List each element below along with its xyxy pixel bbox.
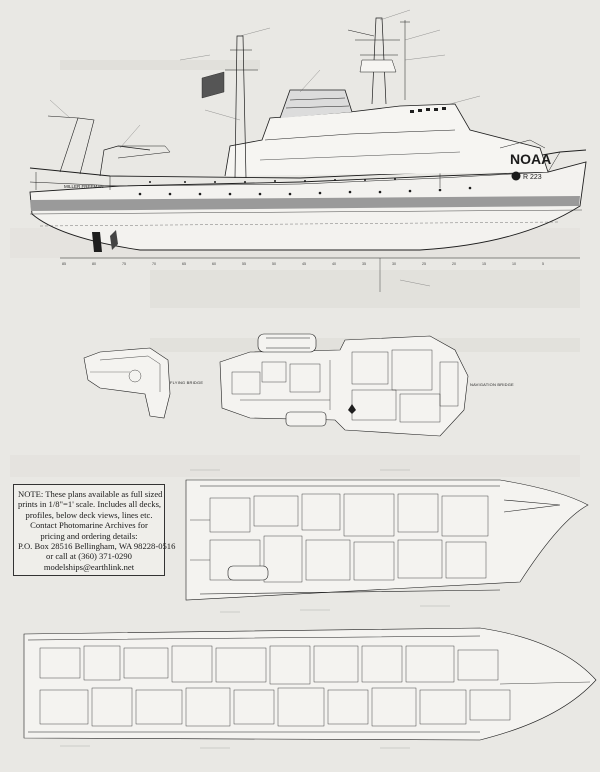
note-line: NOTE: These plans available as full size… bbox=[18, 489, 163, 499]
svg-text:55: 55 bbox=[242, 262, 246, 266]
svg-text:80: 80 bbox=[92, 262, 96, 266]
svg-text:65: 65 bbox=[182, 262, 186, 266]
hull-name-text: MILLER FREEMAN bbox=[64, 184, 104, 189]
svg-text:20: 20 bbox=[452, 262, 456, 266]
svg-text:15: 15 bbox=[482, 262, 486, 266]
hull-band bbox=[30, 196, 580, 211]
note-line: Contact Photomarine Archives for bbox=[30, 520, 148, 531]
svg-text:75: 75 bbox=[122, 262, 126, 266]
svg-text:70: 70 bbox=[152, 262, 156, 266]
upper-deck-plan bbox=[185, 479, 589, 601]
funnel bbox=[279, 89, 353, 119]
plan-annotation-ticks bbox=[60, 469, 450, 749]
svg-text:10: 10 bbox=[512, 262, 516, 266]
propeller bbox=[110, 230, 118, 250]
svg-text:30: 30 bbox=[392, 262, 396, 266]
note-line: pricing and ordering details: bbox=[40, 530, 138, 541]
plans-note-box: NOTE: These plans available as full size… bbox=[13, 484, 176, 576]
flying-bridge-plan bbox=[83, 347, 171, 419]
svg-text:40: 40 bbox=[332, 262, 336, 266]
navigation-bridge-label: NAVIGATION BRIDGE bbox=[470, 382, 514, 387]
rudder bbox=[92, 232, 102, 252]
flying-bridge-label: FLYING BRIDGE bbox=[170, 380, 203, 385]
flag-icon bbox=[201, 71, 225, 99]
aft-crane bbox=[99, 145, 151, 177]
note-line: prints in 1/8"=1' scale. Includes all de… bbox=[18, 499, 162, 510]
portholes bbox=[138, 178, 472, 196]
navigation-bridge-plan bbox=[219, 333, 469, 437]
svg-text:85: 85 bbox=[62, 262, 66, 266]
note-line: P.O. Box 28516 Bellingham, WA 98228-0516 bbox=[18, 541, 176, 552]
svg-text:45: 45 bbox=[302, 262, 306, 266]
svg-text:35: 35 bbox=[362, 262, 366, 266]
frame-numbers: 85 80 75 70 65 60 55 50 45 40 35 30 25 2… bbox=[62, 262, 544, 266]
svg-text:5: 5 bbox=[542, 262, 544, 266]
noaa-emblem-icon bbox=[511, 171, 521, 181]
callout-leaders bbox=[49, 9, 481, 287]
hull-number: R 223 bbox=[523, 174, 542, 181]
stern-gallows bbox=[59, 117, 95, 175]
noaa-mark: NOAA bbox=[510, 151, 551, 167]
svg-text:25: 25 bbox=[422, 262, 426, 266]
svg-text:50: 50 bbox=[272, 262, 276, 266]
profile-view bbox=[29, 17, 587, 292]
note-line: profiles, below deck views, lines etc. bbox=[25, 509, 153, 520]
note-email[interactable]: modelships@earthlink.net bbox=[43, 561, 135, 572]
note-line: or call at (360) 371-0290 bbox=[46, 551, 132, 562]
main-deck-plan bbox=[23, 627, 597, 741]
svg-text:60: 60 bbox=[212, 262, 216, 266]
